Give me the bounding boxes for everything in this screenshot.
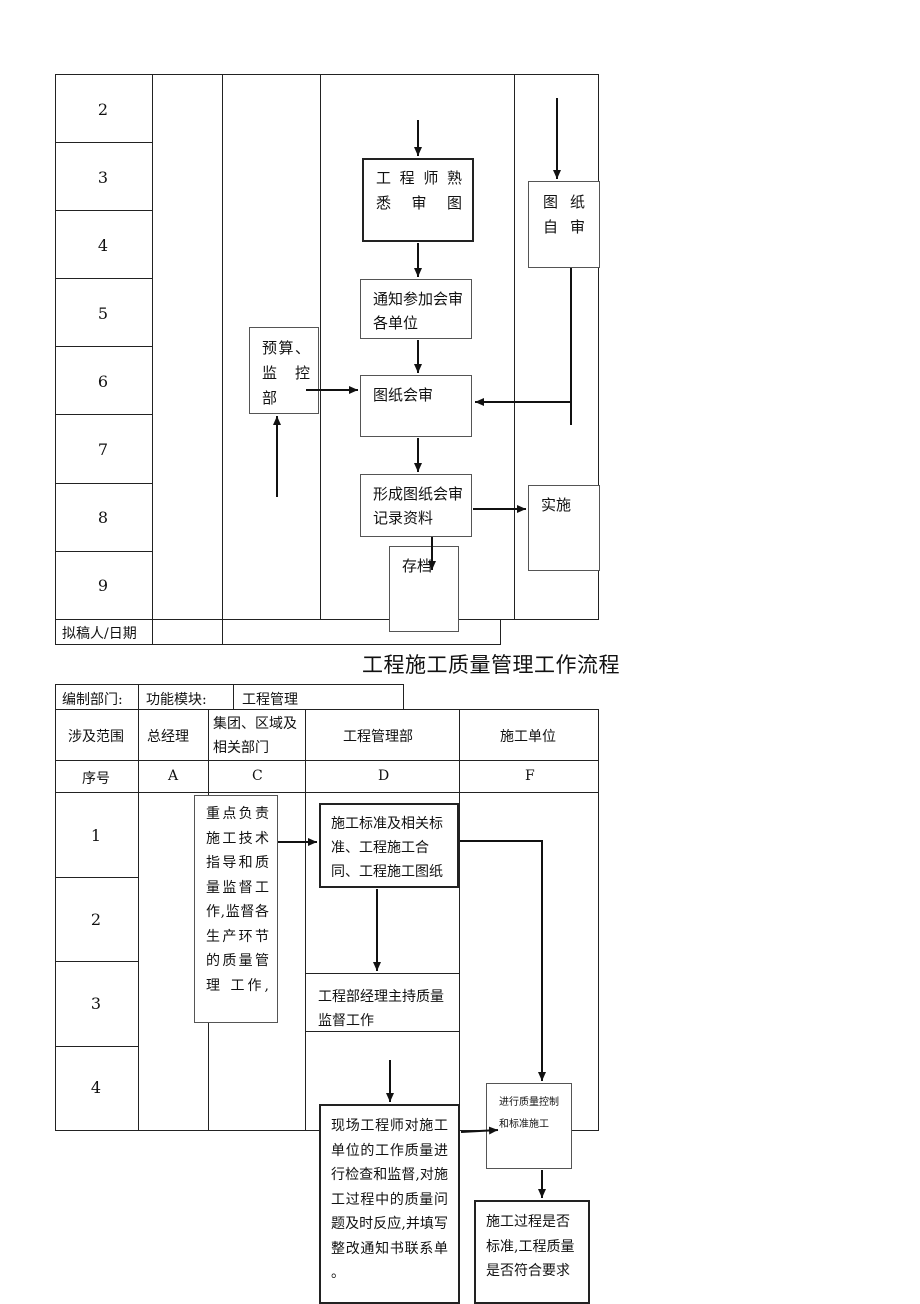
table1-top-border [55,74,599,75]
eng-dept-row-line [305,973,459,974]
eng-dept-label: 工程管理部 [343,729,413,745]
implement-box: 实施 [528,485,600,571]
row-number: 5 [97,304,109,323]
group-depts-label: 集团、区域及相关部门 [213,716,297,756]
engineer-review-box: 工 程 师 熟 悉 审 图 [362,158,474,242]
column-divider [152,74,153,644]
row-separator [55,346,152,347]
row-number: 3 [90,994,102,1013]
col-f-label: F [525,768,535,784]
col-d-label: D [378,768,390,784]
table2-top-border [55,684,403,685]
footer-right-border [500,619,501,644]
table1-footer-top-border [55,619,599,620]
column-divider [138,709,139,1130]
table2-right-border [598,709,599,1130]
row-number: 8 [97,508,109,527]
arrow-line [460,840,546,1081]
col-a-label: A [168,768,179,784]
module-value: 工程管理 [242,692,298,708]
notify-units-box: 通知参加会审各单位 [360,279,472,339]
table2-left-border [55,684,56,1130]
column-divider [403,684,404,709]
table1-left-border [55,74,56,644]
row-separator [55,961,138,962]
page-title: 工程施工质量管理工作流程 [362,653,620,677]
column-divider [459,709,460,1130]
row-separator [55,877,138,878]
module-label: 功能模块: [146,692,207,708]
process-check-box: 施工过程是否标准,工程质量是否符合要求 [474,1200,590,1304]
row-separator [55,551,152,552]
row-number: 9 [97,576,109,595]
row-number: 4 [90,1078,102,1097]
row-number: 1 [90,826,102,845]
quality-control-box: 进行质量控制和标准施工 [486,1083,572,1169]
drafter-date-label: 拟稿人/日期 [62,626,137,642]
row-number: 4 [97,236,109,255]
index-row-border [55,792,599,793]
general-manager-label: 总经理 [147,729,189,745]
row-number: 2 [97,100,109,119]
column-divider [222,74,223,644]
construction-unit-label: 施工单位 [500,729,556,745]
manager-hosts-text: 工程部经理主持质量监督工作 [318,989,444,1029]
row-separator [55,278,152,279]
table1-bottom-border [55,644,501,645]
arrow-line [460,1126,499,1135]
row-number: 3 [97,168,109,187]
column-divider [320,74,321,619]
col-c-label: C [252,768,263,784]
archive-box: 存档 [389,546,459,632]
row-number: 6 [97,372,109,391]
row-separator [55,142,152,143]
dept-label: 编制部门: [62,692,123,708]
row-separator [55,483,152,484]
site-engineer-box: 现场工程师对施工单位的工作质量进行检查和监督,对施工过程中的质量问题及时反应,并… [319,1104,460,1304]
standards-box: 施工标准及相关标准、工程施工合同、工程施工图纸 [319,803,459,888]
seq-label: 序号 [82,771,110,787]
row-separator [55,210,152,211]
eng-dept-row-line [305,1031,459,1032]
row-separator [55,414,152,415]
header-row-border [55,709,599,710]
self-review-box: 图 纸 自 审 [528,181,600,268]
column-divider [514,74,515,619]
table1-right-border [598,74,599,619]
row-number: 2 [90,910,102,929]
budget-supervision-box: 预算、监 控 部 [249,327,319,414]
row-number: 7 [97,440,109,459]
drawing-review-box: 图纸会审 [360,375,472,437]
scope-label: 涉及范围 [68,729,124,745]
form-records-box: 形成图纸会审记录资料 [360,474,472,537]
column-divider [138,684,139,709]
column-divider [305,709,306,1130]
column-divider [233,684,234,709]
scope-row-border [55,760,599,761]
row-separator [55,1046,138,1047]
group-responsibility-box: 重点负责施工技术指导和质量监督工作,监督各生产环节的质量管 理 工作, [194,795,278,1023]
